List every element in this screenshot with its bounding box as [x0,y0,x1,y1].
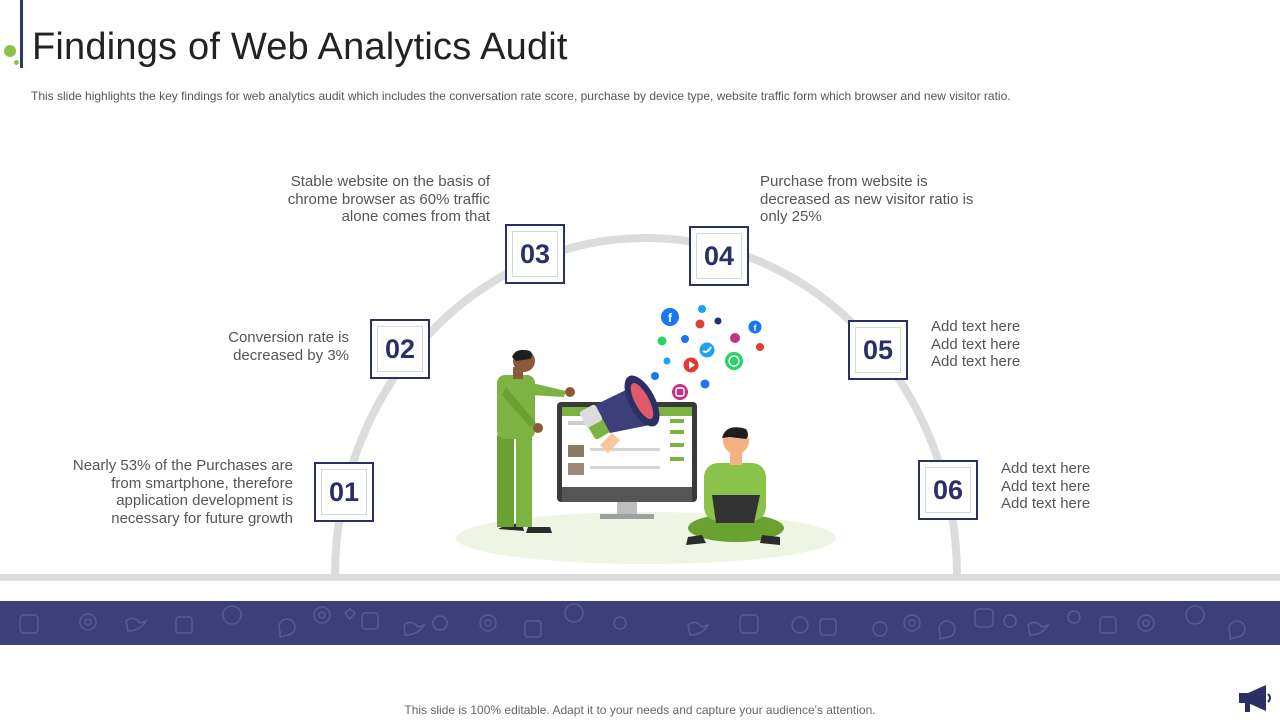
instagram-icon [672,384,688,400]
finding-02-number-box: 02 [370,319,430,379]
facebook-icon: f [748,320,762,334]
page-title: Findings of Web Analytics Audit [32,26,568,68]
finding-number: 02 [377,326,423,372]
semicircle-arc [331,234,961,577]
finding-05-number-box: 05 [848,320,908,380]
footer-note: This slide is 100% editable. Adapt it to… [404,703,876,717]
finding-06-number-box: 06 [918,460,978,520]
finding-03-number-box: 03 [505,224,565,284]
finding-number: 06 [925,467,971,513]
social-media-marketing-illustration [456,349,836,564]
youtube-icon [756,343,764,351]
finding-02-text: Conversion rate is decreased by 3% [228,329,349,364]
finding-01-text: Nearly 53% of the Purchases are from sma… [72,457,293,527]
finding-04-number-box: 04 [689,226,749,286]
accent-dot-icon [4,45,16,57]
whatsapp-icon [657,336,667,346]
megaphone-icon [1239,685,1271,712]
facebook-icon: f [661,308,679,326]
social-icons-cloud: f f [651,305,764,400]
social-pattern-band [0,601,1280,645]
finding-04-text: Purchase from website is decreased as ne… [760,173,974,225]
finding-number: 05 [855,327,901,373]
finding-05-text: Add text here Add text here Add text her… [931,318,1021,370]
finding-03-text: Stable website on the basis of chrome br… [287,173,490,225]
finding-number: 04 [696,233,742,279]
instagram-icon [730,333,740,343]
svg-text:f: f [668,311,673,325]
finding-number: 01 [321,469,367,515]
svg-text:f: f [754,323,758,333]
finding-06-text: Add text here Add text here Add text her… [1001,460,1091,512]
finding-number: 03 [512,231,558,277]
twitter-icon [698,305,706,313]
finding-01-number-box: 01 [314,462,374,522]
social-pattern-icons [19,603,1246,640]
ground-line [0,574,1280,581]
whatsapp-icon [725,352,743,370]
twitter-icon [699,342,715,358]
page-subtitle: This slide highlights the key findings f… [31,89,1011,103]
title-accent-bar [20,0,23,68]
youtube-icon [683,357,699,373]
accent-dot-small-icon [14,60,19,65]
